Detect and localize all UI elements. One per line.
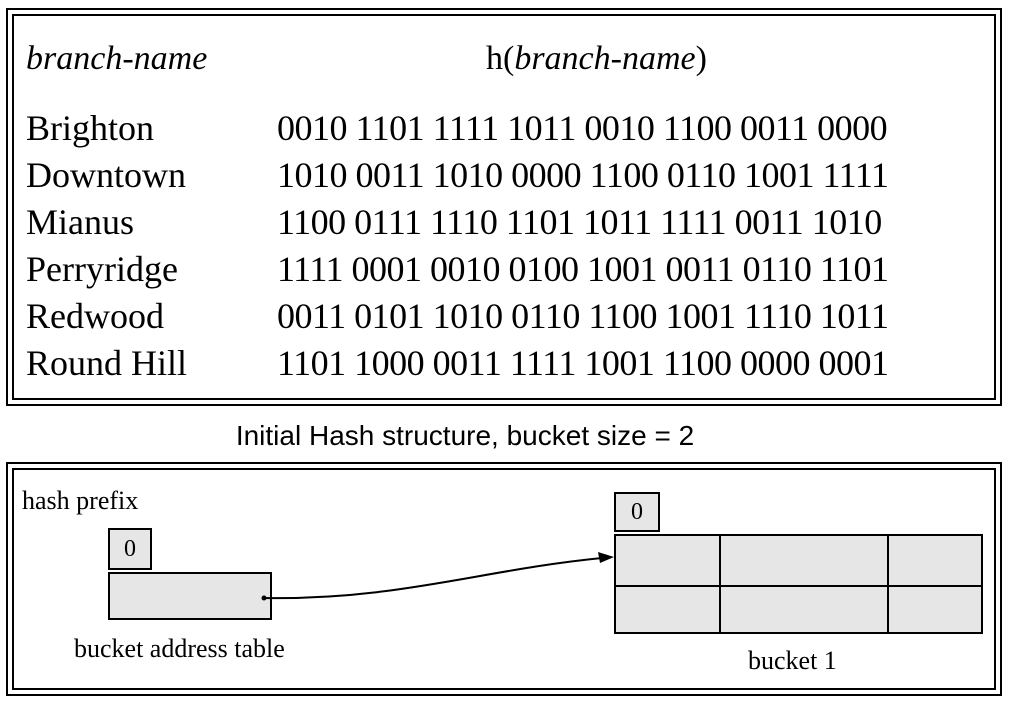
- row-name: Redwood: [26, 296, 164, 336]
- caption: Initial Hash structure, bucket size = 2: [235, 420, 695, 451]
- hash-header-italic: branch-name: [514, 40, 696, 77]
- bucket-label: bucket 1: [748, 646, 837, 675]
- row-name: Mianus: [26, 202, 134, 242]
- bucket-prefix-box: 0: [614, 492, 660, 532]
- table-prefix-box: 0: [108, 528, 152, 570]
- pointer-arrow: [263, 557, 603, 600]
- row-name: Brighton: [26, 108, 155, 148]
- bucket-address-table-entry: [108, 572, 272, 620]
- row-hash: 1101 1000 0011 1111 1001 1100 0000 0001: [277, 343, 889, 383]
- row-name: Round Hill: [26, 343, 188, 383]
- row-name: Downtown: [26, 155, 186, 195]
- hash-structure-frame: [6, 462, 1002, 696]
- column-header-hash: h(branch-name): [486, 42, 707, 76]
- row-name: Perryridge: [26, 249, 178, 289]
- row-hash: 0010 1101 1111 1011 0010 1100 0011 0000: [277, 108, 888, 148]
- row-hash: 1111 0001 0010 0100 1001 0011 0110 1101: [277, 249, 889, 289]
- hash-table-frame-inner: [12, 14, 996, 400]
- bucket-prefix-value: 0: [631, 498, 643, 525]
- row-hash: 1100 0111 1110 1101 1011 1111 0011 1010: [277, 202, 882, 242]
- row-hash: 1010 0011 1010 0000 1100 0110 1001 1111: [277, 155, 889, 195]
- hash-structure-frame-inner: [12, 468, 996, 690]
- arrowhead-icon: [598, 552, 614, 563]
- table-prefix-value: 0: [124, 535, 136, 562]
- hash-header-suffix: ): [695, 40, 707, 77]
- hash-table-frame: [6, 8, 1002, 406]
- column-header-branch-name: branch-name: [26, 40, 208, 77]
- hash-prefix-label: hash prefix: [22, 486, 139, 515]
- hash-header-prefix: h(: [486, 40, 515, 77]
- row-hash: 0011 0101 1010 0110 1100 1001 1110 1011: [277, 296, 889, 336]
- bucket-address-table-label: bucket address table: [74, 634, 285, 663]
- bucket-1-body: [614, 534, 983, 634]
